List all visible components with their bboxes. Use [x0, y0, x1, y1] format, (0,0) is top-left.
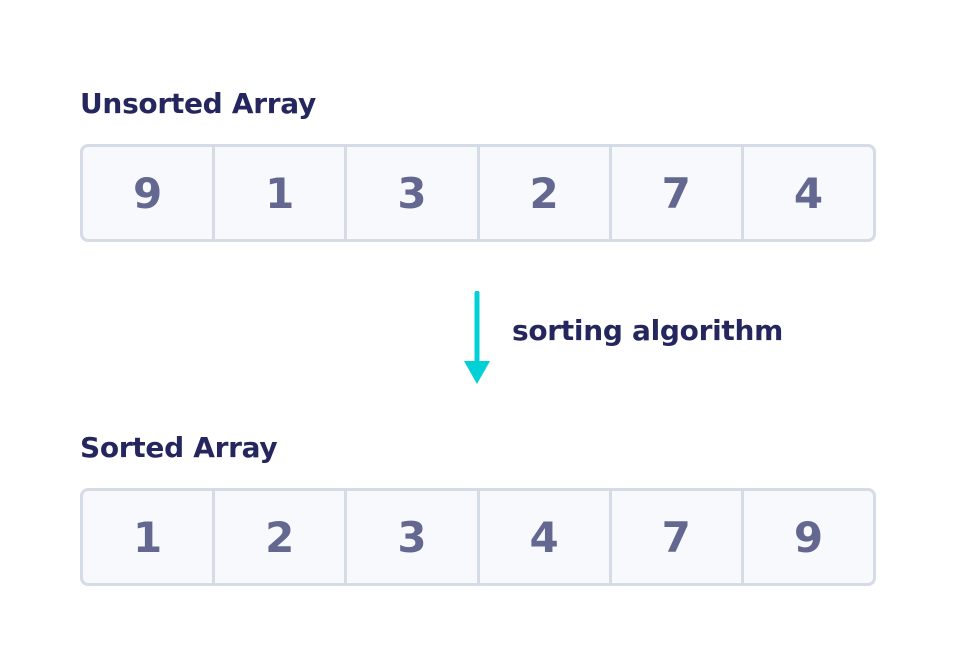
down-arrow-icon: [464, 291, 490, 384]
array-cell: 7: [608, 147, 741, 239]
sorted-array: 1 2 3 4 7 9: [80, 488, 876, 586]
sorting-algorithm-label: sorting algorithm: [512, 314, 783, 347]
unsorted-array: 9 1 3 2 7 4: [80, 144, 876, 242]
array-cell: 1: [132, 512, 163, 562]
array-cell: 4: [476, 491, 609, 583]
unsorted-array-title: Unsorted Array: [80, 87, 316, 120]
array-cell: 3: [344, 147, 476, 239]
sorted-array-title: Sorted Array: [80, 431, 278, 464]
array-cell: 2: [212, 491, 344, 583]
array-cell: 2: [476, 147, 609, 239]
array-cell: 9: [132, 168, 163, 218]
array-cell: 7: [608, 491, 741, 583]
array-cell: 4: [740, 147, 873, 239]
array-cell: 3: [344, 491, 476, 583]
array-cell: 1: [212, 147, 344, 239]
array-cell: 9: [740, 491, 873, 583]
